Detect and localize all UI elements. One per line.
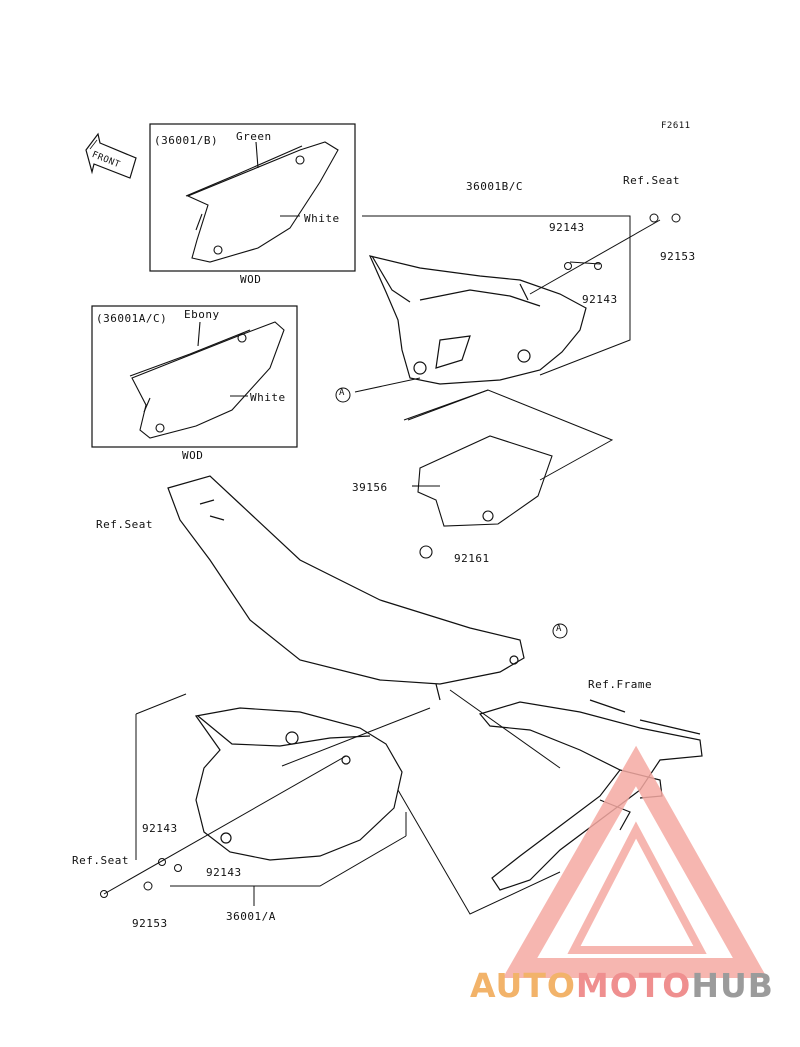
- inset-2-code: (36001A/C): [96, 312, 168, 325]
- part-36001a: 36001/A: [226, 910, 276, 923]
- inset-2-footer: WOD: [182, 449, 204, 462]
- part-92143-upper-a: 92143: [549, 221, 585, 234]
- ref-seat-middle: Ref.Seat: [96, 518, 153, 531]
- side-cover-ebony-drawing: [129, 321, 285, 439]
- part-92143-lower-b: 92143: [206, 866, 242, 879]
- inset-1-code: (36001/B): [154, 134, 219, 147]
- inset-1-footer: WOD: [240, 273, 262, 286]
- leader-lines-upper: [354, 215, 661, 481]
- watermark-auto: AUTO: [470, 966, 576, 1005]
- inset-box-green: [149, 123, 356, 272]
- marker-a-1: A: [339, 388, 345, 398]
- figure-code: F2611: [661, 121, 691, 131]
- watermark-moto: MOTO: [575, 966, 692, 1005]
- inset-1-color1: Green: [236, 130, 272, 143]
- front-arrow-icon: [85, 132, 137, 179]
- part-92153-lower: 92153: [132, 917, 168, 930]
- part-36001bc: 36001B/C: [466, 180, 523, 193]
- part-92161: 92161: [454, 552, 490, 565]
- seat-drawing: [167, 475, 525, 701]
- part-92153-upper: 92153: [660, 250, 696, 263]
- inset-box-ebony: [91, 305, 298, 448]
- marker-a-2: A: [556, 624, 562, 634]
- part-92143-lower-a: 92143: [142, 822, 178, 835]
- watermark-text: AUTOMOTOHUB: [470, 966, 774, 1005]
- insulator-pad: [412, 435, 553, 559]
- leader-lines-lower: [103, 689, 561, 915]
- inset-2-color1: Ebony: [184, 308, 220, 321]
- ref-marker-circle-2: [552, 623, 568, 639]
- inset-1-color2: White: [304, 212, 340, 225]
- ref-seat-upper: Ref.Seat: [623, 174, 680, 187]
- side-cover-lower: [194, 707, 403, 861]
- part-92143-upper-b: 92143: [582, 293, 618, 306]
- side-cover-upper: [368, 255, 587, 385]
- bolt-icons-lower: [100, 858, 182, 898]
- inset-2-color2: White: [250, 391, 286, 404]
- bolt-icons-upper: [564, 213, 681, 270]
- ref-frame: Ref.Frame: [588, 678, 653, 691]
- part-39156: 39156: [352, 481, 388, 494]
- side-cover-green-drawing: [185, 141, 339, 263]
- watermark-hub: HUB: [691, 966, 774, 1005]
- ref-marker-circle-1: [335, 387, 351, 403]
- watermark-logo: [502, 745, 768, 978]
- ref-seat-lower: Ref.Seat: [72, 854, 129, 867]
